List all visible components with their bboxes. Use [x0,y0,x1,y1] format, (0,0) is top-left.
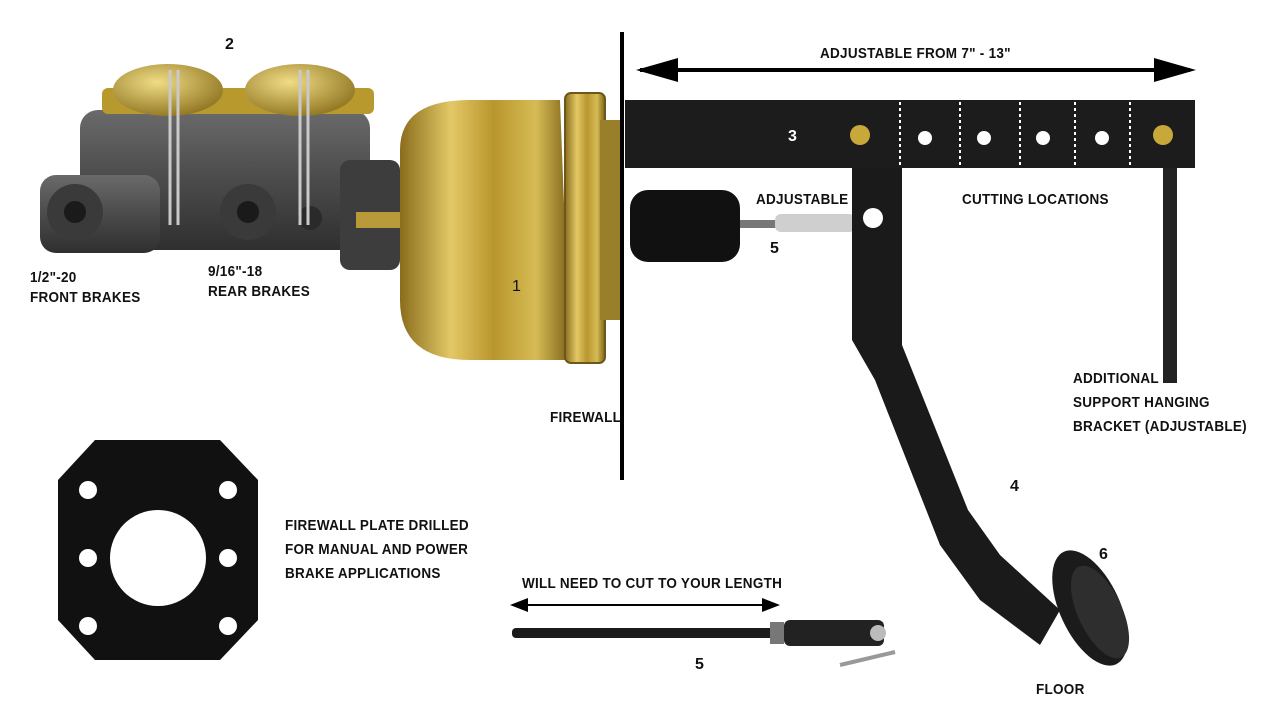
rear-thread: 9/16"-18 [208,263,263,280]
label-support-bracket: ADDITIONAL SUPPORT HANGING BRACKET (ADJU… [1073,367,1247,439]
label-firewall: FIREWALL [550,409,622,426]
cut-arrow-right-head [762,598,780,612]
label-part-1: 1 [512,278,521,295]
plate-line-2: FOR MANUAL AND POWER [285,541,469,558]
label-part-6: 6 [1099,546,1108,563]
label-part-4: 4 [1010,478,1019,495]
label-part-5-top: 5 [770,240,779,257]
label-front-brakes: 1/2"-20 FRONT BRAKES [30,268,140,307]
front-brakes: FRONT BRAKES [30,288,141,306]
label-adjustable: ADJUSTABLE [756,191,849,208]
label-rear-brakes: 9/16"-18 REAR BRAKES [208,262,310,301]
label-cut-length: WILL NEED TO CUT TO YOUR LENGTH [522,575,783,592]
support-line-2: SUPPORT HANGING [1073,394,1210,411]
arrow-left-head [636,58,678,82]
rear-brakes: REAR BRAKES [208,282,310,300]
label-part-3: 3 [788,128,797,145]
label-cutting-locations: CUTTING LOCATIONS [962,191,1109,208]
label-floor: FLOOR [1036,681,1085,698]
pedal-hanger-bracket [625,100,1195,383]
firewall-plate [58,440,258,660]
arrow-right-head [1154,58,1196,82]
cut-arrow-left-head [510,598,528,612]
label-adjustable-range: ADJUSTABLE FROM 7" - 13" [820,45,1011,62]
label-part-2: 2 [225,36,234,53]
plate-line-1: FIREWALL PLATE DRILLED [285,517,469,534]
pushrod-with-clevis [512,620,896,667]
pedal-pad [1052,550,1130,666]
front-thread: 1/2"-20 [30,269,77,286]
label-part-5-bottom: 5 [695,656,704,673]
support-line-1: ADDITIONAL [1073,370,1159,387]
pushrod-boot [630,190,855,262]
support-line-3: BRACKET (ADJUSTABLE) [1073,418,1247,435]
label-firewall-plate: FIREWALL PLATE DRILLED FOR MANUAL AND PO… [285,514,469,586]
brake-pedal-arm [852,168,1060,645]
plate-line-3: BRAKE APPLICATIONS [285,565,441,582]
master-cylinder [40,64,400,270]
pedal-pivot-hole [863,208,883,228]
brake-booster [400,92,620,364]
